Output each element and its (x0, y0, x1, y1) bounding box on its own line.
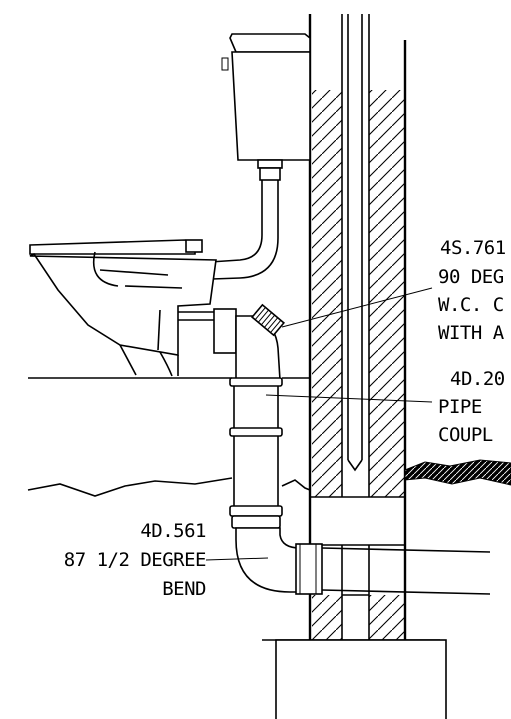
cistern (221, 33, 311, 181)
label-line: WITH A (438, 322, 505, 344)
bend-and-drain (235, 527, 491, 595)
soil-hatch (404, 459, 511, 486)
label-code: 4D.20 (450, 368, 505, 390)
label-line: 87 1/2 DEGREE (64, 549, 206, 571)
wc-connector (178, 303, 285, 381)
leader-lines (205, 287, 433, 561)
toilet-pan (29, 239, 217, 377)
label-code: 4D.561 (140, 520, 206, 542)
label-line: BEND (162, 578, 206, 600)
label-line: COUPL (438, 424, 493, 446)
label-code: 4S.761 (440, 237, 506, 259)
label-line: PIPE (438, 396, 482, 418)
foundation-block (262, 639, 447, 719)
label-pipe-coupler: 4D.20 PIPE COUPL (438, 368, 505, 446)
label-wc-connector: 4S.761 90 DEG W.C. C WITH A (438, 237, 506, 344)
ground-lines (27, 377, 311, 497)
label-bend: 4D.561 87 1/2 DEGREE BEND (64, 520, 207, 600)
vertical-pipe (229, 377, 283, 529)
label-line: 90 DEG (438, 266, 504, 288)
wall-section (308, 14, 407, 640)
flush-pipe (209, 180, 279, 280)
label-line: W.C. C (438, 294, 504, 316)
